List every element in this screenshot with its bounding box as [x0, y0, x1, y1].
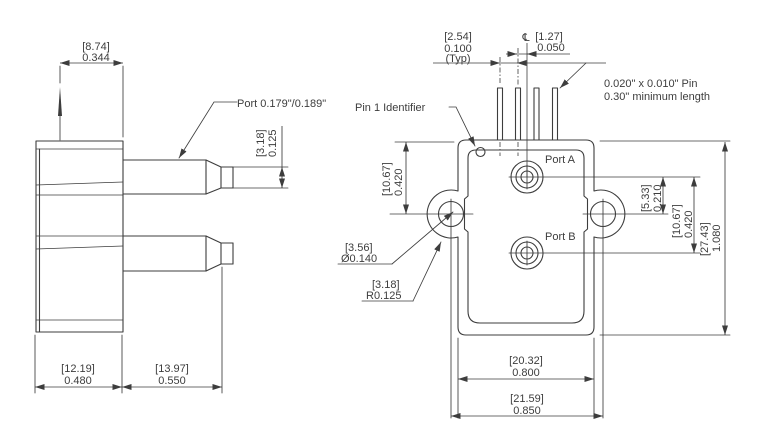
- front-body-outline: [426, 139, 626, 336]
- dim-front-bottom: [20.32] 0.800 [21.59] 0.850: [451, 337, 603, 419]
- dim-hole-diameter-inch: Ø0.140: [341, 253, 377, 265]
- dim-front-body-width-mm: [20.32]: [509, 355, 543, 367]
- dim-body-width-mm: [12.19]: [61, 363, 95, 375]
- port-tube-upper: [122, 159, 234, 195]
- dim-pin-to-cl-inch: 0.050: [537, 42, 565, 54]
- pin1-identifier-dot: [475, 146, 486, 158]
- port-size-note-label: Port 0.179"/0.189": [237, 98, 326, 110]
- port-b: [508, 236, 701, 270]
- dim-pin-pitch-inch: 0.100: [444, 43, 472, 55]
- dim-pin-to-edge-inch: 0.344: [82, 52, 110, 64]
- port-size-note: Port 0.179"/0.189": [178, 98, 326, 159]
- dim-pin-to-cl-mm: [1.27]: [535, 31, 563, 43]
- dim-pin-to-centerline: ℄ [1.27] 0.050: [506, 31, 570, 57]
- dim-top-to-hole-mm: [10.67]: [381, 162, 393, 196]
- pin-4: [551, 87, 559, 141]
- dim-body-height-mm: [27.43]: [699, 222, 711, 256]
- dim-port-a-to-port-b-mm: [10.67]: [671, 204, 683, 238]
- dim-body-width-inch: 0.480: [64, 375, 92, 387]
- dim-port-tip-od-inch: 0.125: [267, 129, 279, 157]
- dim-port-tip-od-mm: [3.18]: [255, 129, 267, 157]
- dim-fillet-radius: [3.18] R0.125: [361, 241, 442, 302]
- dim-pin-to-edge-mm: [8.74]: [82, 41, 110, 53]
- port-a-label: Port A: [545, 154, 576, 166]
- dim-pin-pitch-typ: (Typ): [445, 53, 470, 65]
- side-body-outline: [35, 140, 124, 333]
- dim-port-tip-od: [3.18] 0.125: [232, 126, 289, 189]
- centerline-symbol: ℄: [521, 32, 529, 44]
- dim-pin-to-edge: [8.74] 0.344: [59, 41, 124, 138]
- mounting-holes: [389, 198, 669, 419]
- dim-body-height-inch: 1.080: [711, 224, 723, 252]
- front-view: Port A Port B [2.54] 0.100 (Typ) ℄ [1.27…: [337, 31, 731, 419]
- dim-fillet-radius-mm: [3.18]: [372, 279, 400, 291]
- side-body-section-lines: [35, 148, 124, 321]
- dim-fillet-radius-inch: R0.125: [366, 290, 401, 302]
- dim-body-height: [27.43] 1.080: [599, 140, 731, 336]
- port-b-label: Port B: [545, 231, 576, 243]
- dim-hole-diameter: [3.56] Ø0.140: [337, 211, 454, 265]
- dim-hole-spacing-mm: [21.59]: [510, 393, 544, 405]
- port-tube-lower: [122, 235, 234, 272]
- pin-2: [514, 87, 522, 141]
- pin-size-note-line2: 0.30" minimum length: [604, 91, 710, 103]
- dim-port-a-to-hole-mm: [5.33]: [640, 184, 652, 212]
- dim-front-body-width-inch: 0.800: [512, 367, 540, 379]
- dim-hole-diameter-mm: [3.56]: [345, 242, 373, 254]
- dim-port-a-to-hole-inch: 0.210: [652, 184, 664, 212]
- dim-port-a-to-port-b-inch: 0.420: [683, 210, 695, 238]
- pin-1: [496, 87, 504, 141]
- pin1-identifier-callout: Pin 1 Identifier: [355, 102, 476, 147]
- dim-port-a-to-port-b: [10.67] 0.420: [671, 177, 697, 253]
- side-pin: [58, 87, 62, 141]
- dim-top-to-hole: [10.67] 0.420: [381, 141, 455, 214]
- dim-top-to-hole-inch: 0.420: [393, 168, 405, 196]
- dim-pin-pitch-mm: [2.54]: [444, 31, 472, 43]
- pin1-identifier-label: Pin 1 Identifier: [355, 102, 426, 114]
- pins: [496, 48, 559, 156]
- dim-port-length-mm: [13.97]: [155, 363, 189, 375]
- dim-hole-spacing-inch: 0.850: [513, 405, 541, 417]
- pin-size-note-line1: 0.020" x 0.010" Pin: [604, 78, 697, 90]
- dim-port-length-inch: 0.550: [158, 375, 186, 387]
- pin-3: [533, 87, 540, 141]
- dim-pin-pitch: [2.54] 0.100 (Typ): [433, 31, 606, 66]
- port-a: [508, 160, 701, 194]
- dim-port-a-to-hole: [5.33] 0.210: [640, 177, 666, 214]
- side-view: [8.74] 0.344 Port 0.179"/0.189" [3.18] 0…: [34, 41, 326, 394]
- front-inner-outline: [463, 149, 589, 324]
- dim-side-bottom: [12.19] 0.480 [13.97] 0.550: [34, 266, 223, 394]
- pin-size-note: 0.020" x 0.010" Pin 0.30" minimum length: [559, 62, 710, 103]
